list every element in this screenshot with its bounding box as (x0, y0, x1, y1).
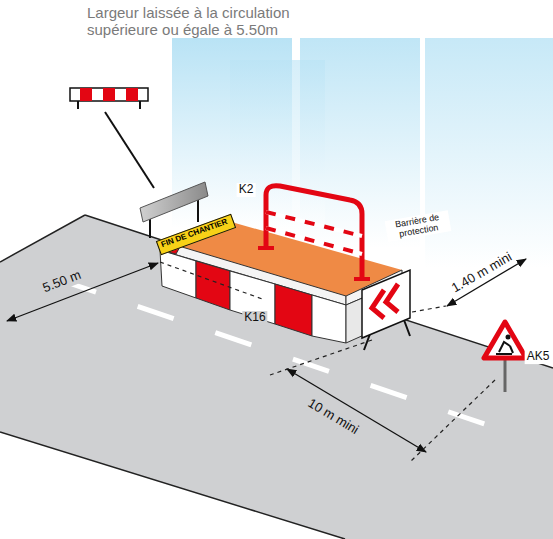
overhead-sign (70, 88, 154, 188)
overhead-sign-part (103, 88, 115, 101)
road-part (85, 215, 553, 368)
ak5-sign-part (484, 322, 526, 358)
road-part (0, 432, 345, 539)
k2-barrier-part (266, 212, 362, 254)
ak5-sign-part (504, 356, 507, 392)
k16-blocks-part (196, 261, 230, 310)
dimension-lines-part (7, 263, 158, 321)
overhead-sign-part (105, 112, 154, 188)
overhead-sign-part (80, 88, 92, 101)
buildings-part (425, 38, 553, 268)
k2-barrier-part (266, 186, 362, 277)
part-name: K16 (242, 311, 267, 325)
chevron-sign-part (362, 270, 410, 338)
part-name: K2 (237, 183, 256, 197)
dimension-lines-part (287, 369, 426, 452)
dimension-lines-part (160, 262, 495, 462)
overhead-sign-part (78, 101, 140, 109)
road-part (60, 280, 505, 431)
overhead-sign-part (70, 88, 148, 101)
road (0, 215, 553, 539)
chevron-sign-part (372, 284, 398, 318)
buildings-part (230, 60, 325, 230)
k16-blocks-part (160, 250, 196, 298)
road-part (0, 215, 553, 539)
k2-barrier-part (266, 212, 362, 254)
dimension-lines (7, 259, 526, 462)
k2-barrier (258, 186, 370, 279)
ak5-sign-part (496, 342, 513, 354)
chevron-sign (362, 270, 410, 350)
overhead-sign-part (126, 88, 138, 101)
grey-panel-part (140, 182, 208, 222)
ak5-sign-part (506, 335, 511, 340)
note-text: Largeur laissée à la circulation supérie… (85, 4, 359, 39)
road-part (0, 215, 85, 262)
k16-blocks-part (230, 271, 275, 324)
k16-blocks-part (275, 284, 312, 336)
part-name: AK5 (525, 350, 552, 364)
ak5-sign (484, 322, 526, 392)
k16-blocks-part (312, 295, 346, 343)
